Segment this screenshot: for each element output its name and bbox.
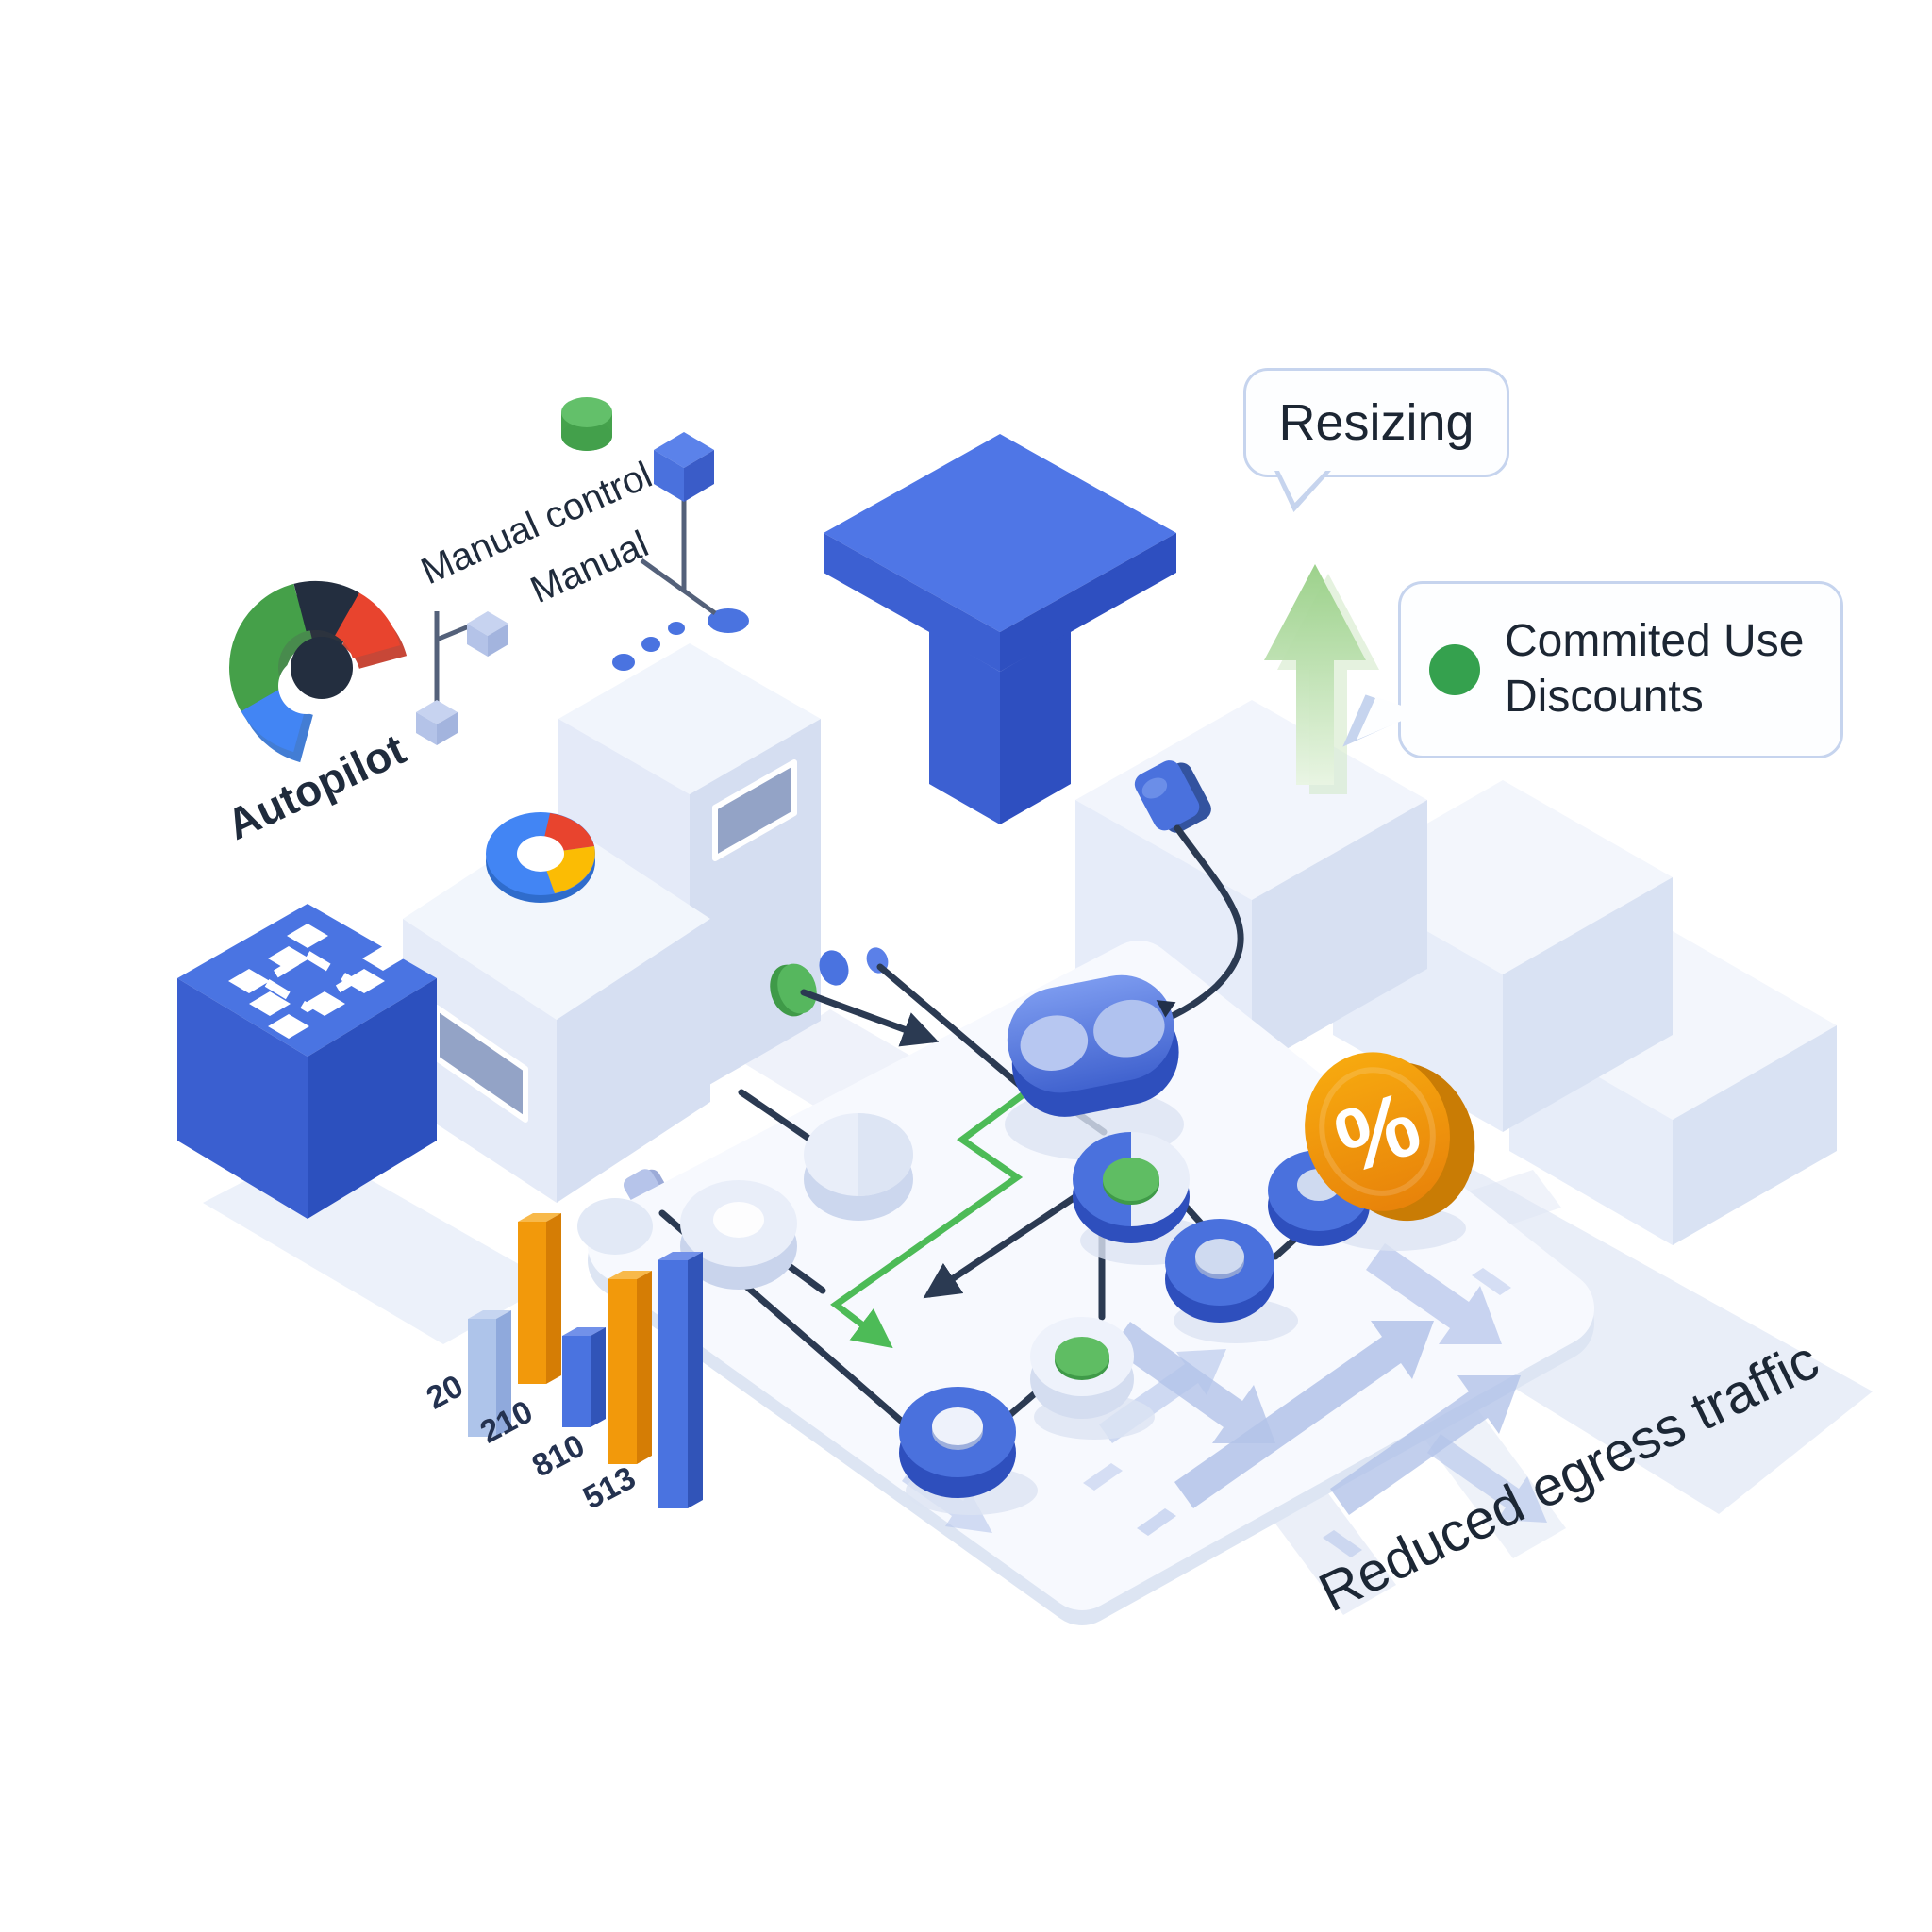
arrow-dash bbox=[1083, 1463, 1123, 1491]
up-arrow-icon bbox=[1264, 564, 1379, 794]
resizing-callout: Resizing bbox=[1243, 368, 1509, 512]
bottom-blue-donut-node bbox=[899, 1387, 1016, 1498]
manual-control-tree bbox=[416, 397, 717, 745]
committed-use-discounts-text: Commited Use Discounts bbox=[1505, 616, 1805, 722]
grid-pattern bbox=[228, 924, 404, 1039]
light-cylinder-node bbox=[804, 1113, 913, 1221]
blue-t-pillar bbox=[824, 434, 1176, 824]
gauge-icon bbox=[229, 580, 408, 763]
bar bbox=[608, 1271, 652, 1464]
arrow-dash bbox=[1472, 1268, 1511, 1295]
green-disc bbox=[777, 963, 817, 1014]
white-cylinder-green-node bbox=[1030, 1317, 1134, 1419]
arrow-dash bbox=[1137, 1508, 1176, 1536]
mini-lavender-cube bbox=[467, 611, 508, 657]
status-dot bbox=[641, 637, 660, 652]
pill-node bbox=[1007, 974, 1179, 1117]
plug-connector-icon bbox=[1134, 760, 1211, 833]
percent-icon: % bbox=[1305, 1052, 1475, 1222]
edge-cylinder bbox=[577, 1198, 653, 1255]
anchor-blob bbox=[708, 608, 749, 633]
grid-inner-dashes bbox=[256, 949, 359, 1013]
bar bbox=[658, 1252, 703, 1508]
arrow-dash bbox=[1323, 1530, 1362, 1557]
bar bbox=[562, 1327, 606, 1427]
green-zigzag-arrow bbox=[830, 1091, 1026, 1349]
donut-chart-icon bbox=[486, 812, 595, 903]
blue-donut-node bbox=[1165, 1219, 1274, 1323]
floating-node-dots bbox=[770, 947, 889, 1017]
status-dot bbox=[612, 654, 635, 671]
mini-blue-cube bbox=[654, 432, 714, 502]
flow-nodes: % bbox=[577, 974, 1475, 1515]
resizing-callout-text: Resizing bbox=[1278, 394, 1474, 451]
committed-use-discounts-callout: Commited Use Discounts bbox=[1398, 581, 1843, 758]
bar bbox=[468, 1310, 511, 1437]
light-donut-node bbox=[680, 1180, 797, 1290]
grid-cube-icon bbox=[177, 904, 437, 1219]
server-cube-tall bbox=[558, 608, 821, 1096]
green-dot-icon bbox=[1429, 644, 1480, 695]
green-cylinder-icon bbox=[561, 397, 612, 451]
mini-bar-chart bbox=[468, 1213, 703, 1508]
mini-lavender-cube bbox=[416, 700, 458, 745]
bar bbox=[518, 1213, 561, 1384]
status-dot bbox=[668, 622, 685, 635]
half-donut-green-node bbox=[1073, 1132, 1190, 1243]
cube-window-slot bbox=[712, 759, 797, 861]
